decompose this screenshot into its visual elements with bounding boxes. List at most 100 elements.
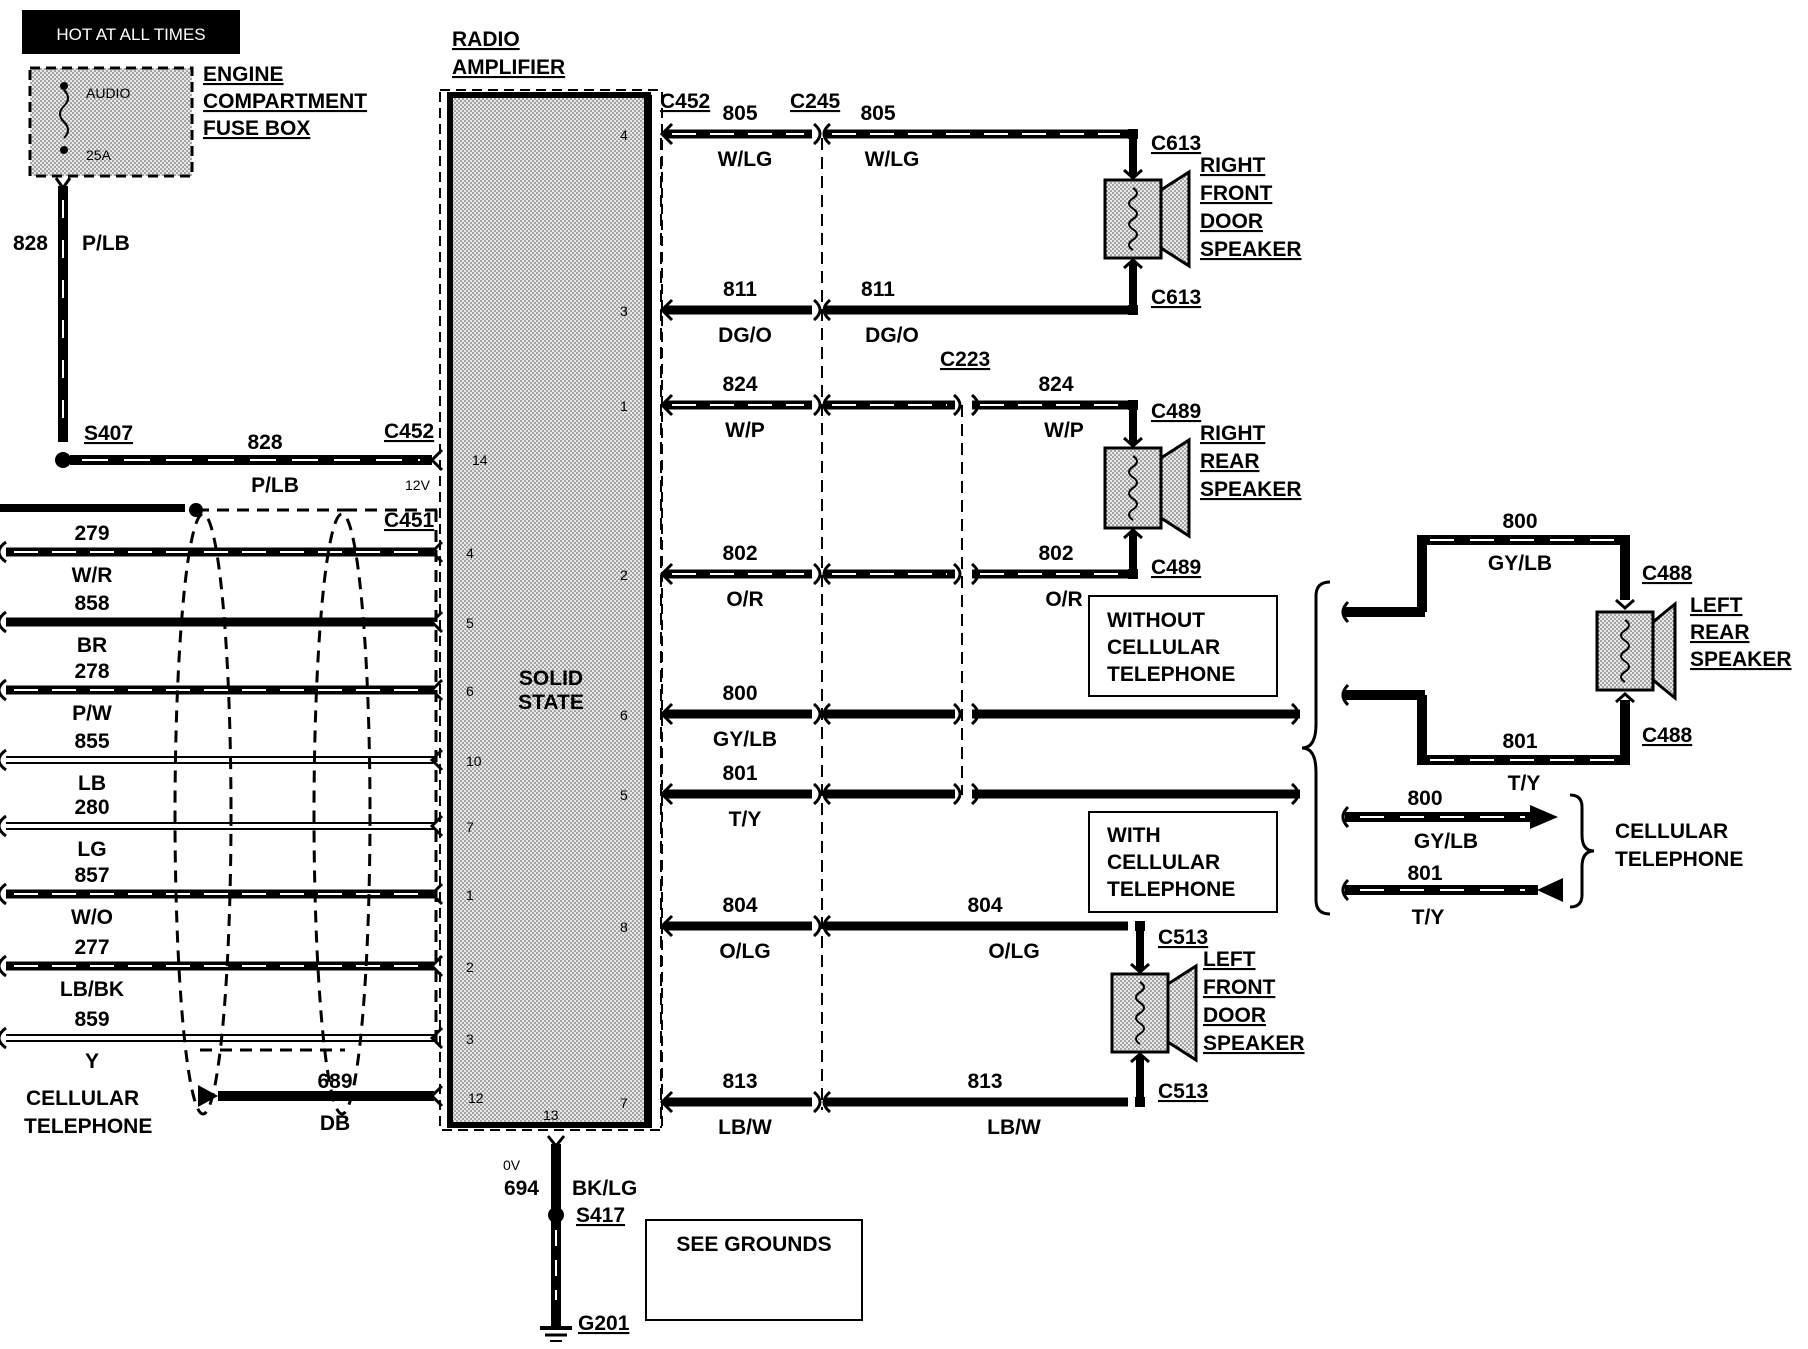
ground-circuit: 0V 694 BK/LG S417 G201 SEE GROUNDS [503,1135,863,1342]
with-line-3: TELEPHONE [1107,878,1235,901]
connector-c452-output: C452 [660,90,710,113]
output-wire-number: 800 [722,682,757,705]
radio-amplifier-box: SOLID STATE 14 12 13 [439,89,663,1131]
connector-c245: C245 [790,90,841,113]
see-grounds-label: SEE GROUNDS [676,1233,831,1256]
lr-wire-801-number: 801 [1502,730,1537,753]
splice-s407: S407 [84,422,133,445]
input-wire-color: LB/BK [60,978,124,1001]
amp-pin-power: 14 [472,452,488,468]
output-wire-number-2: 805 [860,102,895,125]
speaker-label-line: DOOR [1203,1004,1266,1027]
phone-wire-color: DB [320,1112,350,1135]
output-wire-color: W/P [725,419,765,442]
amp-body-line-2: STATE [518,691,584,714]
phone-input-wire: CELLULAR TELEPHONE 689 DB [24,1070,444,1138]
fuse-title-line-2: COMPARTMENT [203,90,367,113]
input-wire-color: BR [77,634,107,657]
output-wire-number: 824 [722,373,757,396]
output-wire-color: DG/O [718,324,772,347]
output-wire-color: O/R [726,588,763,611]
speaker-icon [1103,437,1191,539]
amp-pin-output: 8 [620,919,628,935]
cellular-branch: 800 GY/LB 801 T/Y CELLULAR TELEPHONE [1341,787,1743,929]
ground-icon [540,1326,572,1342]
lr-wire-800-number: 800 [1502,510,1537,533]
cell-wire-800-number: 800 [1407,787,1442,810]
speaker-label-line: FRONT [1203,976,1275,999]
cellular-line-2: TELEPHONE [1615,848,1743,871]
with-cellular-box: WITH CELLULAR TELEPHONE [1088,811,1278,913]
fuse-name: AUDIO [86,85,130,101]
input-wire-number: 277 [74,936,109,959]
input-arrow-icon [1537,878,1563,902]
amp-body-line-1: SOLID [519,667,583,690]
speaker-label-line: RIGHT [1200,154,1266,177]
speaker-label-line: RIGHT [1200,422,1266,445]
speaker-connector-bottom: C489 [1151,556,1201,579]
output-wire-color: W/LG [718,148,773,171]
input-wire-number: 858 [74,592,109,615]
input-wire-number: 857 [74,864,109,887]
phone-input-arrow-icon [198,1085,218,1107]
connector-c223: C223 [940,348,990,371]
output-wire-number: 801 [722,762,757,785]
cell-wire-801-color: T/Y [1412,906,1445,929]
amp-pin-input: 4 [466,545,474,561]
speaker-connector-top: C489 [1151,400,1201,423]
power-wire-number-2: 828 [247,431,282,454]
output-wire-number-2: 804 [967,894,1002,917]
output-wire-color-2: LB/W [987,1116,1041,1139]
output-wire-number: 804 [722,894,757,917]
without-line-2: CELLULAR [1107,636,1220,659]
amp-pin-input: 5 [466,615,474,631]
output-wire-color: GY/LB [713,728,777,751]
speaker-connector-top: C513 [1158,926,1208,949]
splice-s407-dot [55,452,71,468]
amp-pin-output: 4 [620,127,628,143]
speaker-icon [1110,963,1198,1063]
voltage-12v: 12V [405,477,431,493]
lr-wire-801-color: T/Y [1508,772,1541,795]
speaker-label-line: SPEAKER [1200,238,1302,261]
amp-pin-output: 5 [620,787,628,803]
without-line-1: WITHOUT [1107,609,1205,632]
hot-at-all-times-banner: HOT AT ALL TIMES [22,10,240,54]
ground-wire-color: BK/LG [572,1177,637,1200]
phone-wire-number: 689 [317,1070,352,1093]
speaker-connector-bottom: C613 [1151,286,1201,309]
input-wire-color: W/O [71,906,113,929]
amp-pin-input: 2 [466,959,474,975]
phone-label-line-2: TELEPHONE [24,1115,152,1138]
output-wire-color-2: DG/O [865,324,919,347]
with-line-1: WITH [1107,824,1161,847]
see-grounds-box [645,1219,863,1321]
splice-s417-dot [548,1207,564,1223]
output-wire-number-2: 813 [967,1070,1002,1093]
output-wire-color-2: W/P [1044,419,1084,442]
speaker-label-line: REAR [1690,621,1750,644]
fuse-box-title: ENGINE COMPARTMENT FUSE BOX [203,63,367,140]
connector-c451: C451 [384,509,435,532]
input-wire-number: 280 [74,796,109,819]
fuse-title-line-1: ENGINE [203,63,284,86]
amp-pin-input: 1 [466,887,474,903]
speaker-icon [1595,600,1677,702]
power-wire-number: 828 [13,232,48,255]
